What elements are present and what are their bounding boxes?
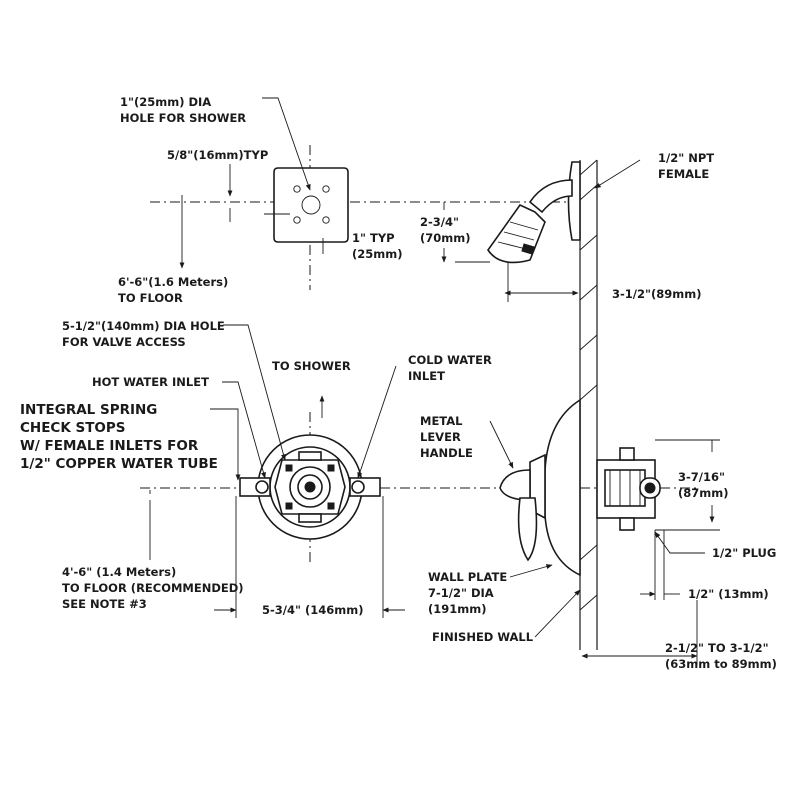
label-wall-plate-3: (191mm) (428, 602, 486, 616)
label-check-stops-3: W/ FEMALE INLETS FOR (20, 438, 199, 454)
hot-water-inlet-stop (239, 477, 271, 497)
label-2-3-4-1: 2-3/4" (420, 215, 459, 229)
label-finished-wall: FINISHED WALL (432, 630, 534, 644)
label-5-3-4: 5-3/4" (146mm) (262, 603, 363, 617)
label-1-typ-2: (25mm) (352, 247, 402, 261)
cold-water-inlet-stop (349, 477, 381, 497)
label-cold-water-2: INLET (408, 369, 445, 383)
label-floor-4-6-1: 4'-6" (1.4 Meters) (62, 565, 176, 579)
label-hot-water: HOT WATER INLET (92, 375, 209, 389)
label-check-stops-4: 1/2" COPPER WATER TUBE (20, 456, 218, 472)
label-3-1-2: 3-1/2"(89mm) (612, 287, 701, 301)
label-npt-2: FEMALE (658, 167, 709, 181)
label-check-stops-2: CHECK STOPS (20, 420, 126, 436)
label-lever-3: HANDLE (420, 446, 473, 460)
label-to-shower: TO SHOWER (272, 359, 351, 373)
label-shower-hole-2: HOLE FOR SHOWER (120, 111, 246, 125)
label-wall-plate-2: 7-1/2" DIA (428, 586, 494, 600)
label-check-stops-1: INTEGRAL SPRING (20, 402, 157, 418)
label-floor-4-6-3: SEE NOTE #3 (62, 597, 147, 611)
label-floor-4-6-2: TO FLOOR (RECOMMENDED) (62, 581, 244, 595)
label-shower-hole-1: 1"(25mm) DIA (120, 95, 211, 109)
label-lever-2: LEVER (420, 430, 461, 444)
shower-escutcheon-plate (273, 167, 349, 243)
label-wall-depth-1: 2-1/2" TO 3-1/2" (665, 641, 769, 655)
valve-body-side (596, 447, 661, 531)
shower-arm (528, 161, 581, 241)
valve-body-front (257, 434, 363, 540)
label-3-7-16-2: (87mm) (678, 486, 728, 500)
label-1-2-13mm: 1/2" (13mm) (688, 587, 769, 601)
label-floor-6-6-2: TO FLOOR (118, 291, 183, 305)
label-3-7-16-1: 3-7/16" (678, 470, 725, 484)
finished-wall (579, 159, 598, 650)
lever-handle (499, 453, 546, 562)
label-cold-water-1: COLD WATER (408, 353, 492, 367)
label-npt-1: 1/2" NPT (658, 151, 714, 165)
label-2-3-4-2: (70mm) (420, 231, 470, 245)
label-1-typ-1: 1" TYP (352, 231, 395, 245)
label-valve-hole-2: FOR VALVE ACCESS (62, 335, 186, 349)
label-plug: 1/2" PLUG (712, 546, 776, 560)
label-valve-hole-1: 5-1/2"(140mm) DIA HOLE (62, 319, 225, 333)
label-lever-1: METAL (420, 414, 463, 428)
label-wall-depth-2: (63mm to 89mm) (665, 657, 777, 671)
wall-plate-side (544, 398, 581, 577)
shower-head (487, 203, 546, 264)
label-5-8-typ: 5/8"(16mm)TYP (167, 148, 268, 162)
label-wall-plate-1: WALL PLATE (428, 570, 507, 584)
label-floor-6-6-1: 6'-6"(1.6 Meters) (118, 275, 228, 289)
